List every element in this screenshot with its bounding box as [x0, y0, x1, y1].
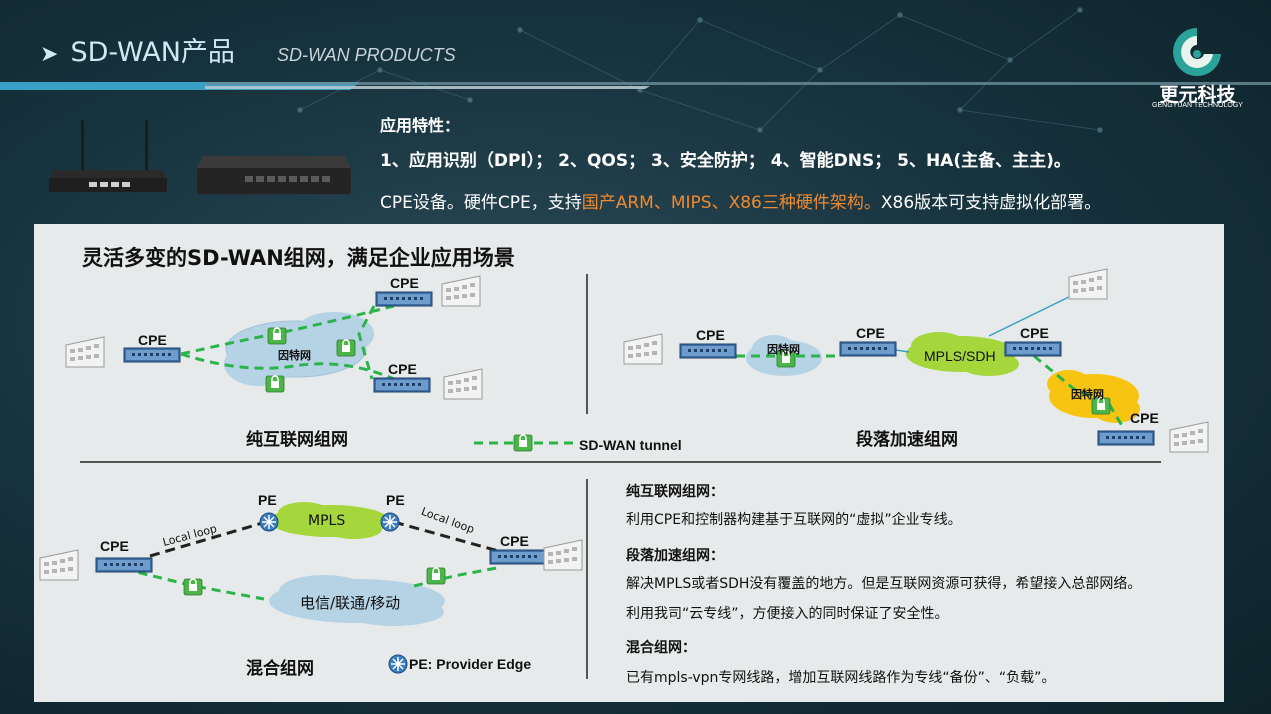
- cpe-device-icon: [95, 557, 153, 573]
- chevron-right-icon: ➤: [40, 42, 59, 67]
- page-title-text: SD-WAN产品: [70, 37, 235, 68]
- legend-tunnel-label: SD-WAN tunnel: [579, 437, 682, 453]
- tunnel-lock-icon: [265, 375, 285, 393]
- cpe-label: CPE: [100, 538, 129, 554]
- internet-label: 因特网: [1071, 388, 1104, 401]
- logo-subtext: GENGYUAN TECHNOLOGY: [1152, 102, 1243, 109]
- cpe-label: CPE: [1130, 410, 1159, 426]
- internet-label: 因特网: [767, 343, 800, 356]
- cpe-device-icon: [679, 343, 737, 359]
- pe-label: PE: [258, 492, 277, 508]
- building-icon: [39, 549, 79, 581]
- caption-segment: 段落加速组网: [856, 430, 958, 450]
- building-icon: [543, 539, 583, 571]
- cpe-label: CPE: [390, 275, 419, 291]
- tunnel-lock-icon: [183, 578, 203, 596]
- router-device: [49, 120, 167, 192]
- diagram-panel: 灵活多变的SD-WAN组网，满足企业应用场景 CPE CPE CPE 因特网 纯…: [34, 224, 1224, 702]
- features-list: 1、应用识别（DPI）； 2、QOS； 3、安全防护； 4、智能DNS； 5、H…: [380, 151, 1071, 171]
- company-logo-icon: [1173, 28, 1221, 76]
- note-line: 已有mpls-vpn专网线路，增加互联网线路作为专线“备份”、“负载”。: [626, 670, 1056, 686]
- cpe-label: CPE: [856, 325, 885, 341]
- pe-globe-icon: [259, 512, 279, 532]
- mpls-sdh-label: MPLS/SDH: [924, 348, 996, 364]
- note-heading: 段落加速组网：: [626, 548, 724, 564]
- cpe-label: CPE: [500, 533, 529, 549]
- note-heading: 混合组网：: [626, 640, 696, 656]
- carrier-label: 电信/联通/移动: [300, 594, 401, 612]
- cpe-device-icon: [373, 377, 431, 393]
- internet-label: 因特网: [278, 349, 311, 362]
- building-icon: [623, 333, 663, 365]
- legend-pe-icon: [388, 654, 408, 674]
- building-icon: [65, 336, 105, 368]
- cpe-device-images: [49, 120, 351, 194]
- legend-pe-label: PE: Provider Edge: [409, 656, 532, 672]
- cpe-label: CPE: [1020, 325, 1049, 341]
- cpe-device-icon: [839, 341, 897, 357]
- cpe-label: CPE: [138, 332, 167, 348]
- legend-lock-icon: [513, 434, 533, 452]
- logo-name: 更元科技: [1159, 84, 1236, 106]
- building-icon: [1169, 421, 1209, 453]
- note-line: 解决MPLS或者SDH没有覆盖的地方。但是互联网资源可获得，希望接入总部网络。: [626, 576, 1142, 592]
- pe-globe-icon: [380, 512, 400, 532]
- desc-part-a: CPE设备。硬件CPE，支持: [380, 193, 582, 213]
- building-icon: [1068, 268, 1108, 300]
- cpe-label: CPE: [696, 327, 725, 343]
- notes-block: 纯互联网组网： 利用CPE和控制器构建基于互联网的“虚拟”企业专线。 段落加速组…: [626, 481, 1216, 687]
- cpe-device-icon: [1097, 430, 1155, 446]
- desc-part-b: X86版本可支持虚拟化部署。: [880, 193, 1102, 213]
- cpe-device-icon: [375, 291, 433, 307]
- scenario-segment: [623, 268, 1209, 453]
- panel-title: 灵活多变的SD-WAN组网，满足企业应用场景: [82, 246, 515, 270]
- features-heading: 应用特性：: [380, 116, 461, 135]
- building-icon: [443, 368, 483, 400]
- page-subtitle: SD-WAN PRODUCTS: [277, 45, 456, 65]
- tunnel-lock-icon: [267, 327, 287, 345]
- network-diagram: [39, 268, 1209, 679]
- tunnel-lock-icon: [336, 339, 356, 357]
- scenario-hybrid: [39, 502, 583, 626]
- cpe-device-icon: [123, 347, 181, 363]
- rackmount-device: [197, 156, 351, 194]
- cpe-device-icon: [1004, 341, 1062, 357]
- scenario-internet: [65, 275, 483, 400]
- page-title: ➤ SD-WAN产品: [40, 30, 235, 69]
- cpe-label: CPE: [388, 361, 417, 377]
- note-heading: 纯互联网组网：: [626, 484, 724, 500]
- mpls-label: MPLS: [308, 513, 346, 529]
- caption-hybrid: 混合组网: [246, 659, 314, 679]
- features-description: CPE设备。硬件CPE，支持国产ARM、MIPS、X86三种硬件架构。X86版本…: [380, 188, 1101, 213]
- caption-internet: 纯互联网组网: [246, 430, 348, 450]
- note-line: 利用CPE和控制器构建基于互联网的“虚拟”企业专线。: [626, 512, 962, 528]
- building-icon: [441, 275, 481, 307]
- pe-label: PE: [386, 492, 405, 508]
- cpe-device-icon: [489, 549, 547, 565]
- tunnel-lock-icon: [426, 567, 446, 585]
- desc-highlight: 国产ARM、MIPS、X86三种硬件架构。: [581, 193, 881, 213]
- note-line: 利用我司“云专线”，方便接入的同时保证了安全性。: [626, 606, 949, 622]
